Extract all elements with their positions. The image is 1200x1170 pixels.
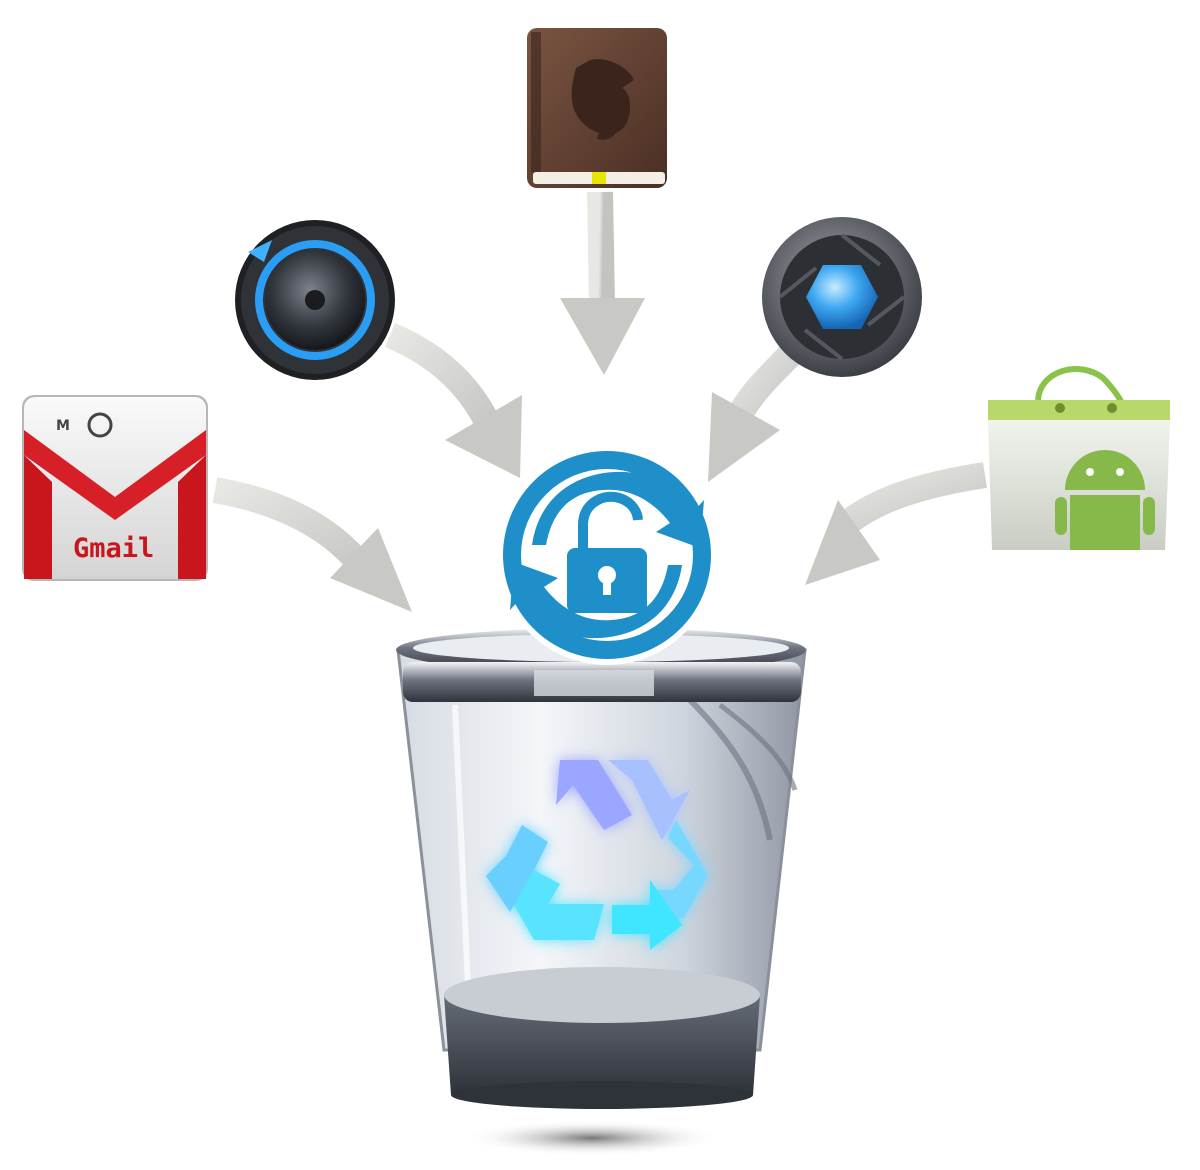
recycle-symbol-icon [486,760,708,950]
music-player-icon[interactable] [235,220,395,380]
arrow-from-evernote [560,191,645,375]
arrow-from-camera [708,345,800,482]
evernote-icon[interactable] [527,28,667,188]
gmail-label: Gmail [73,533,154,564]
recycle-bin-icon[interactable] [396,628,807,1156]
unlock-sync-icon[interactable] [497,445,717,665]
trash-shadow [462,1120,722,1156]
android-market-icon[interactable] [988,366,1170,550]
arrow-from-gmail [212,477,412,612]
arrow-from-play-store [805,462,987,585]
gmail-icon[interactable]: M Gmail [22,395,208,581]
camera-shutter-icon[interactable] [762,217,922,377]
arrow-from-music-player [384,323,522,478]
gmail-corner-mark: M [56,418,70,434]
